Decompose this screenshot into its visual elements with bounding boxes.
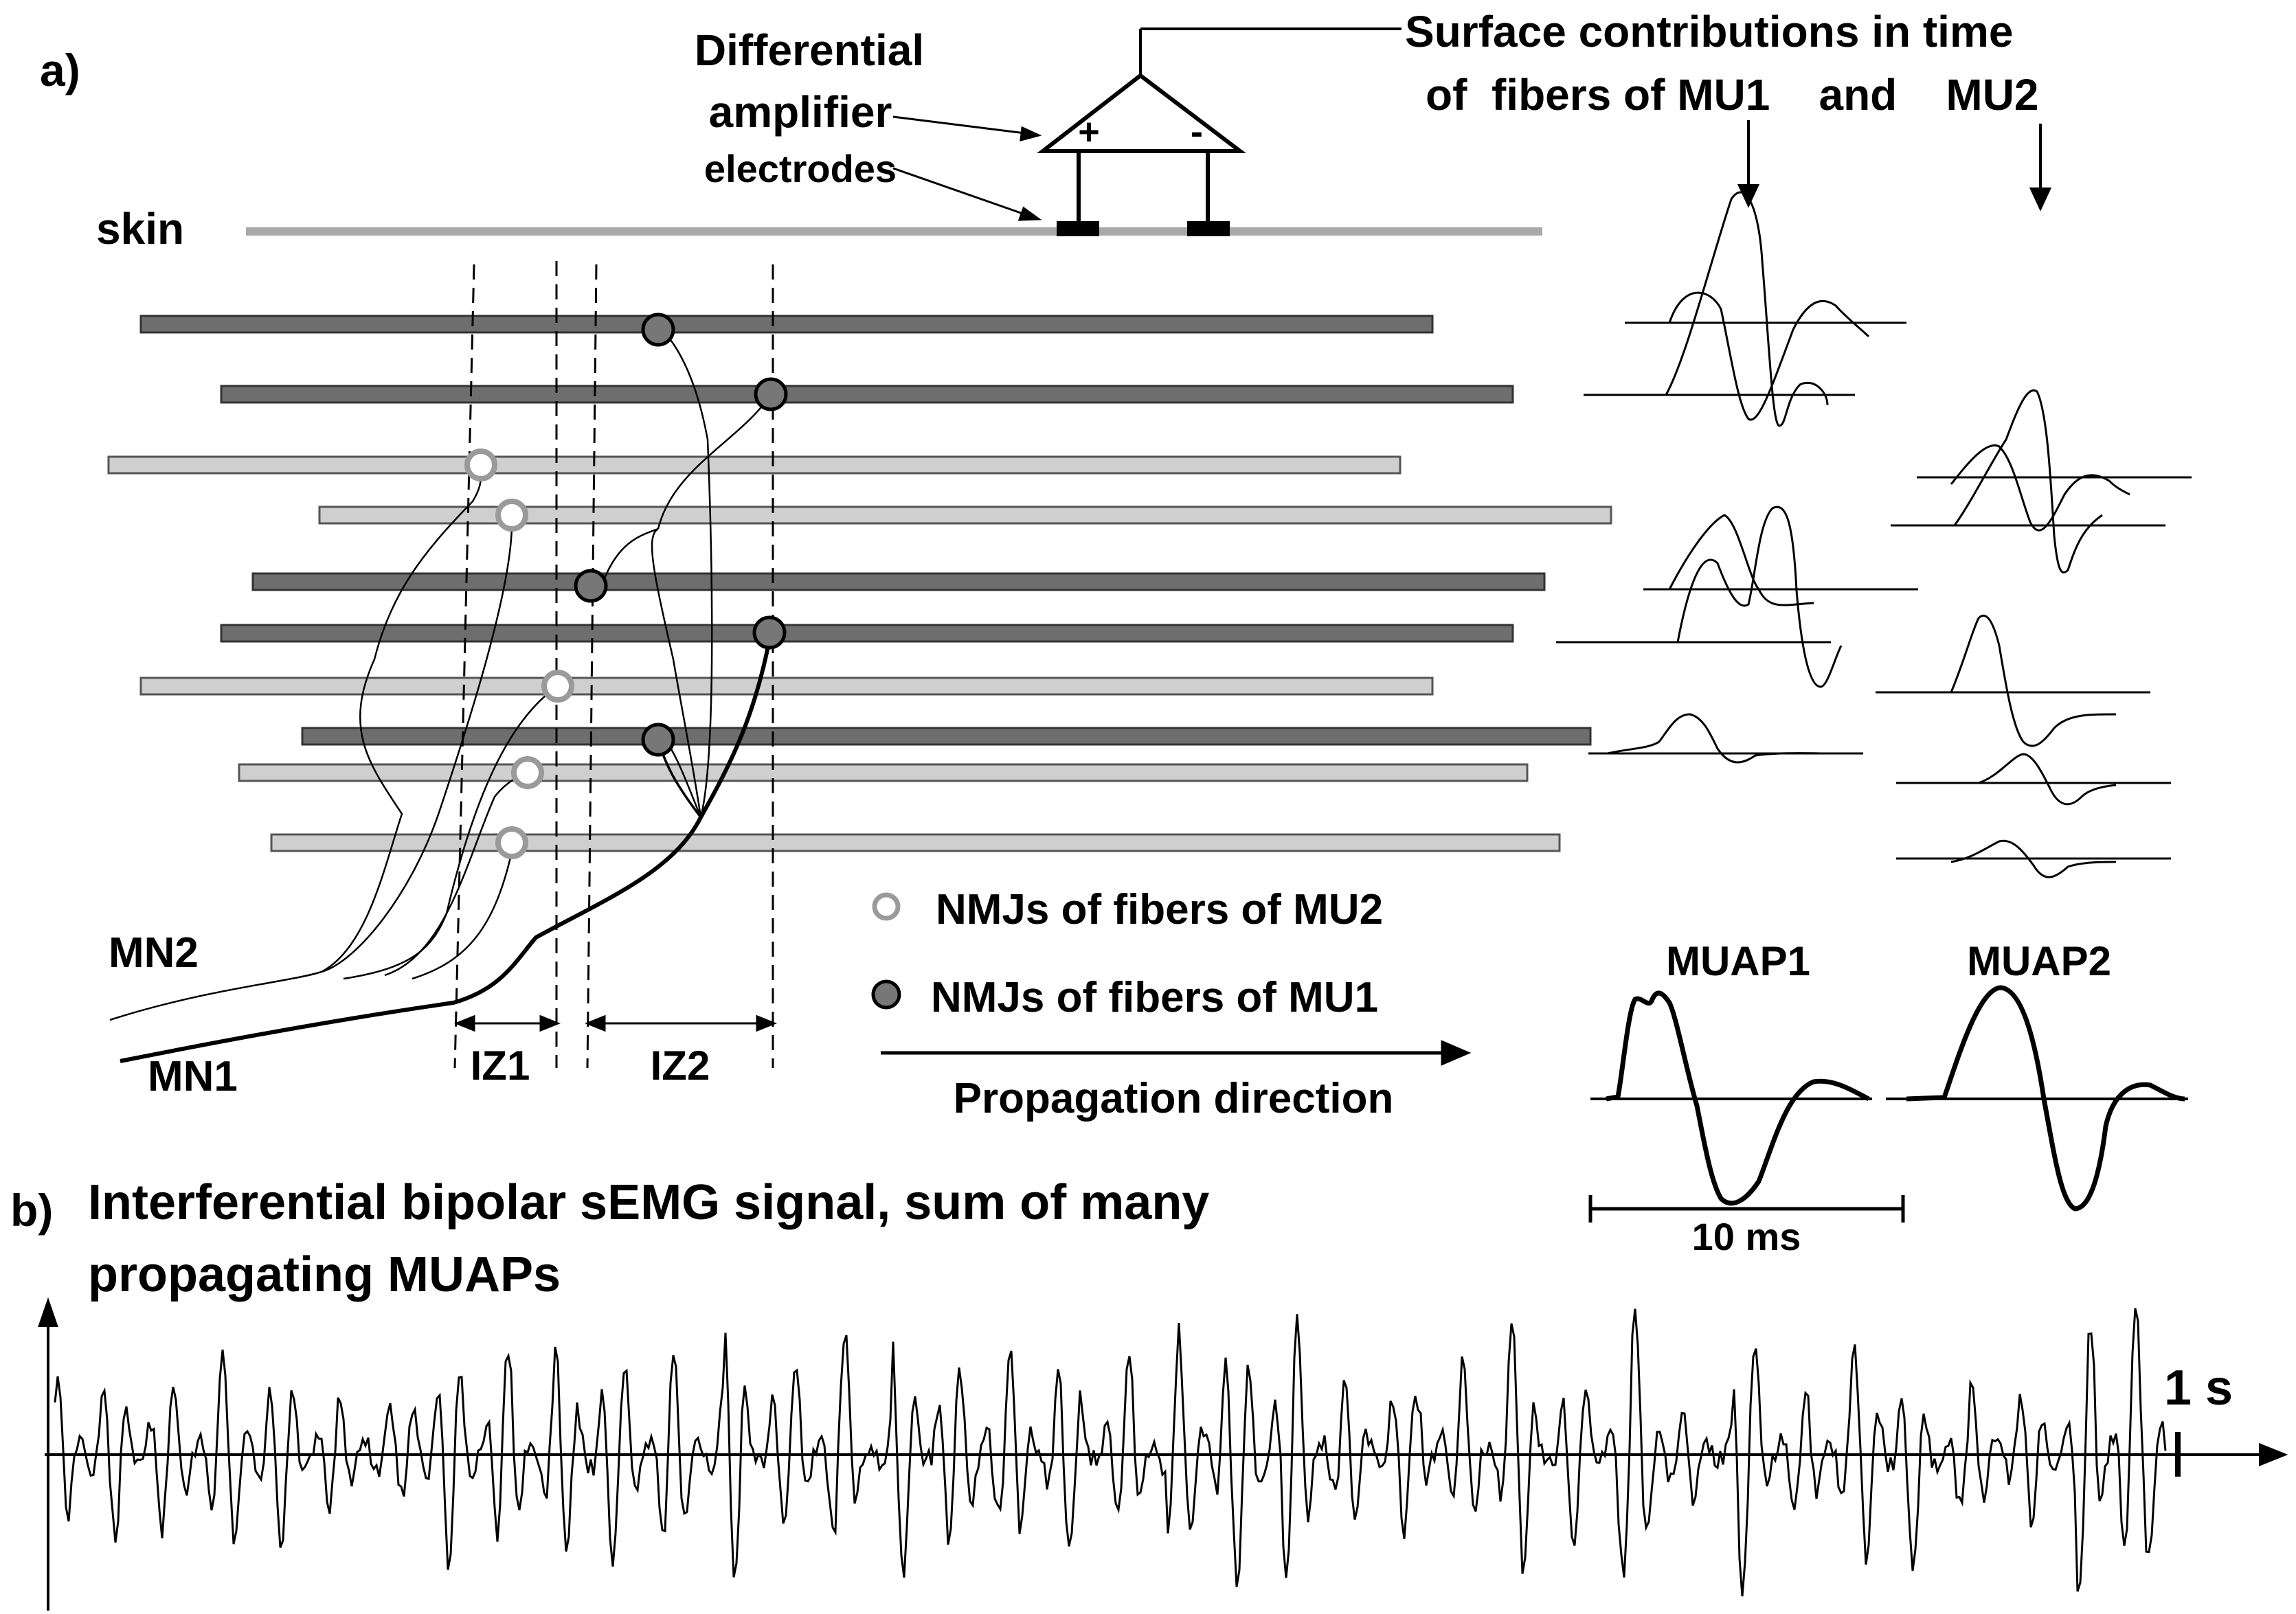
panel-b-title-line1: Interferential bipolar sEMG signal, sum … [88, 1175, 1209, 1230]
nmj-mu2 [511, 756, 544, 789]
scale-bar-label: 10 ms [1692, 1215, 1801, 1258]
legend-mu2-marker [872, 892, 901, 921]
iz2-label: IZ2 [651, 1043, 710, 1089]
electrode-minus [1187, 221, 1230, 236]
nmjs-mu2 [464, 448, 574, 859]
time-scale-label: 1 s [2164, 1361, 2233, 1416]
scale-bar-10ms [1588, 1195, 1905, 1223]
nmj-mu1 [641, 723, 675, 757]
nmj-mu2 [541, 670, 574, 703]
muscle-fibers [107, 315, 1612, 852]
mu1-surface-contributions [1556, 191, 1918, 764]
nmjs-mu1 [574, 312, 788, 757]
fiber-mu2 [139, 677, 1434, 696]
propagation-arrow [881, 1040, 1472, 1066]
mn1-label: MN1 [148, 1053, 238, 1100]
fiber-mu2 [238, 763, 1529, 782]
nmj-mu1 [641, 312, 675, 347]
iz-arrows [453, 1014, 778, 1032]
mu2-surface-contributions [1876, 389, 2192, 878]
electrode-plus [1057, 221, 1099, 236]
muap1-waveform [1590, 990, 1872, 1206]
fiber-mu1 [139, 315, 1434, 334]
fiber-mu1 [251, 572, 1546, 591]
amplifier-label-line1: Differential [695, 25, 924, 75]
legend-mu1-text: NMJs of fibers of MU1 [931, 974, 1378, 1021]
amplifier-label-line2: amplifier [709, 87, 892, 137]
propagation-label: Propagation direction [954, 1075, 1394, 1122]
amplifier-pointer-arrows [892, 115, 1042, 221]
nmj-mu2 [495, 499, 528, 532]
surface-title-line2: of fibers of MU1 and MU2 [1426, 70, 2039, 120]
fiber-mu2 [318, 505, 1612, 525]
surface-title-arrows [1737, 120, 2052, 212]
differential-amplifier [1037, 27, 1402, 236]
electrodes-label: electrodes [704, 147, 897, 190]
nmj-mu2 [464, 448, 497, 481]
skin-label: skin [96, 204, 184, 253]
fiber-mu1 [220, 385, 1514, 404]
muap2-waveform [1886, 985, 2188, 1212]
fiber-mu2 [107, 455, 1402, 475]
legend-mu2-text: NMJs of fibers of MU2 [936, 886, 1383, 933]
semg-axes [38, 1297, 2288, 1611]
fiber-mu2 [270, 833, 1561, 852]
minus-sign: - [1191, 111, 1203, 152]
nmj-mu2 [495, 826, 528, 859]
iz1-label: IZ1 [471, 1043, 530, 1089]
fiber-mu1 [220, 624, 1514, 643]
surface-title-line1: Surface contributions in time [1405, 7, 2013, 56]
iz-boundaries [453, 261, 774, 1069]
muap1-label: MUAP1 [1666, 938, 1810, 984]
mn1-branches [120, 328, 773, 1063]
fiber-mu1 [301, 727, 1592, 746]
mn2-label: MN2 [109, 929, 199, 977]
panel-b-label: b) [10, 1185, 53, 1236]
muap2-label: MUAP2 [1967, 938, 2111, 984]
nmj-mu1 [574, 569, 608, 603]
plus-sign: + [1078, 111, 1100, 152]
panel-a-label: a) [40, 45, 80, 95]
legend-mu1-marker [871, 979, 901, 1010]
panel-b-title-line2: propagating MUAPs [88, 1247, 561, 1302]
nmj-mu1 [752, 615, 787, 650]
semg-signal-trace [54, 1308, 2167, 1597]
nmj-mu1 [754, 377, 788, 411]
